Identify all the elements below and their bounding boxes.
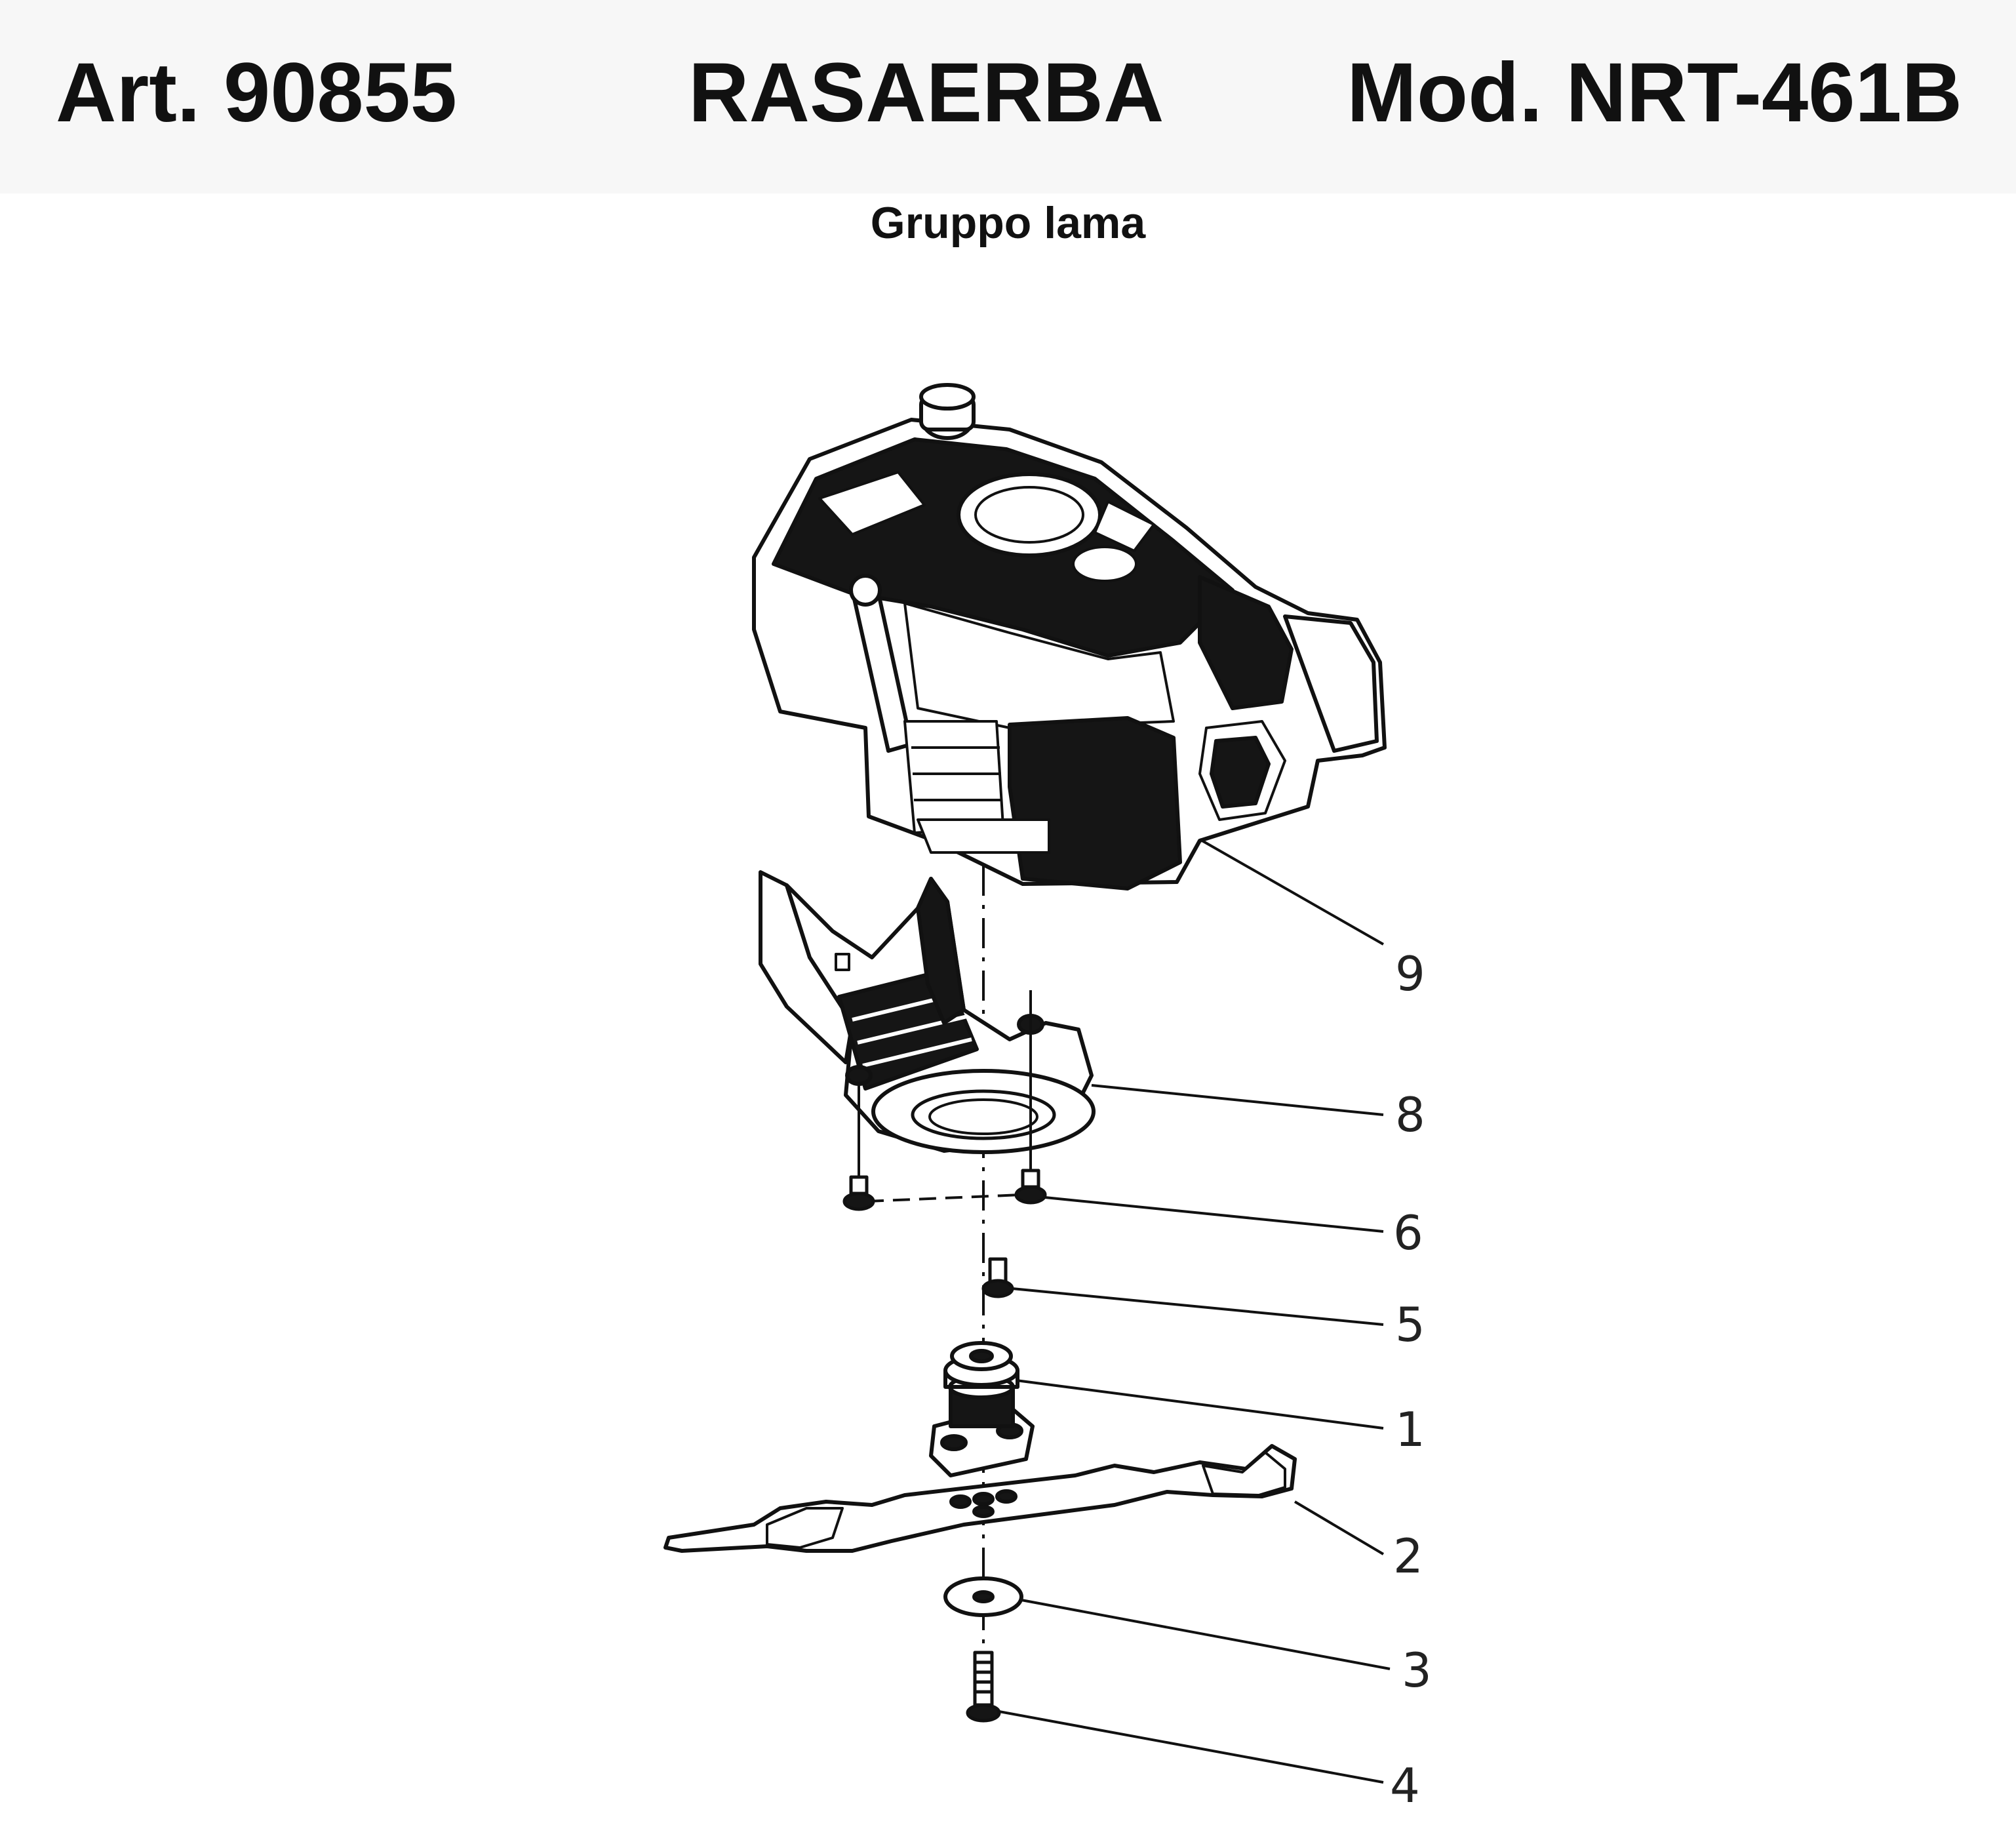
part-adapter-screw [981, 1257, 1014, 1298]
leader-blade-bolt [998, 1710, 1384, 1784]
article-number: Art. 90855 [56, 46, 457, 140]
leader-deflector-screws [1044, 1196, 1384, 1233]
part-deflector [759, 870, 1096, 1154]
part-blade-bolt [966, 1651, 1001, 1723]
part-deflector-screws [842, 1169, 1047, 1211]
leader-blade-adapter [1016, 1379, 1384, 1430]
part-blade-adapter [929, 1341, 1035, 1477]
diagram-subtitle: Gruppo lama [870, 198, 1146, 248]
leader-deflector [1091, 1084, 1384, 1116]
leader-blade [1294, 1500, 1385, 1555]
part-engine [752, 383, 1387, 891]
part-washer [943, 1576, 1023, 1617]
callout-3: 3 [1402, 1643, 1432, 1698]
callout-2: 2 [1393, 1529, 1423, 1584]
header-band [0, 0, 2016, 193]
leader-adapter-screw [1012, 1287, 1384, 1326]
screw-pair-link [866, 1193, 1022, 1203]
callout-1: 1 [1395, 1402, 1425, 1457]
leader-engine [1199, 838, 1384, 946]
callout-6: 6 [1393, 1205, 1423, 1260]
leader-lines [998, 838, 1391, 1784]
leader-washer [1021, 1599, 1391, 1670]
callout-5: 5 [1395, 1297, 1425, 1352]
model-number: Mod. NRT-461B [1347, 46, 1962, 140]
callout-8: 8 [1395, 1087, 1425, 1142]
callout-4: 4 [1390, 1758, 1420, 1813]
callout-9: 9 [1395, 946, 1425, 1001]
part-blade [663, 1444, 1297, 1553]
product-title: RASAERBA [688, 46, 1164, 140]
